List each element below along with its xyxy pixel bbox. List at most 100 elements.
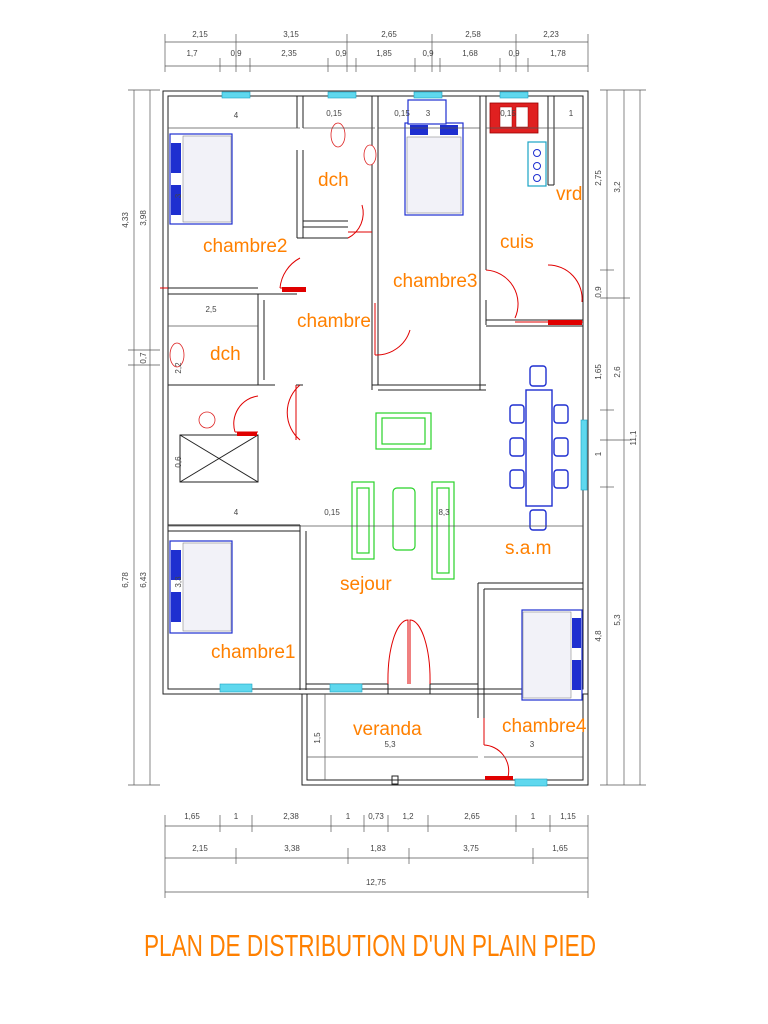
dim-bottom1-9: 1,15 [560, 812, 576, 821]
dim-right-7: 2,6 [613, 366, 622, 378]
top-dimension-chains: 2,15 3,15 2,65 2,58 2,23 1,7 0,9 2,35 0,… [164, 30, 589, 72]
interior-dimensions: 4 0,15 0,15 3 0,15 1 2,5 2,2 0,6 3 4 0,1… [168, 109, 583, 780]
label-vrd: vrd [556, 184, 582, 205]
walls [162, 90, 589, 786]
window-sejour [329, 683, 363, 693]
dim-top2-8: 0,9 [508, 49, 520, 58]
dim-bottom2-4: 3,75 [463, 844, 479, 853]
dim-ch1-h: 3,3 [174, 576, 183, 588]
label-chambre: chambre [297, 311, 371, 332]
dim-vrd-w: 1 [569, 109, 574, 118]
dim-top2-2: 0,9 [230, 49, 242, 58]
window-cuis [499, 91, 529, 99]
dim-bottom2-1: 2,15 [192, 844, 208, 853]
bed-chambre2 [169, 133, 233, 225]
dim-left-3: 3,98 [139, 210, 148, 226]
dim-top-5: 2,23 [543, 30, 559, 39]
dim-left-4: 0,7 [139, 352, 148, 364]
dim-left-5: 6,43 [139, 572, 148, 588]
window-chambre4 [514, 778, 548, 787]
bottom-dimension-chains: 1,65 1 2,38 1 0,73 1,2 2,65 1 1,15 2,15 … [164, 812, 589, 898]
dim-top-2: 3,15 [283, 30, 299, 39]
doors [160, 204, 583, 780]
label-chambre1: chambre1 [211, 642, 296, 663]
dim-top-3: 2,65 [381, 30, 397, 39]
label-sejour: sejour [340, 574, 392, 595]
dim-right-5: 4,8 [594, 630, 603, 642]
right-dimension-chains: 2,75 0,9 1,65 1 4,8 3,2 2,6 5,3 11,1 [594, 89, 646, 786]
dim-veranda-w: 5,3 [384, 740, 396, 749]
toilet-dch-left [169, 342, 216, 429]
dim-dch-top-b: 0,15 [394, 109, 410, 118]
window-dch [327, 91, 357, 99]
label-chambre4: chambre4 [502, 716, 587, 737]
plan-title: PLAN DE DISTRIBUTION D'UN PLAIN PIED [144, 928, 596, 963]
bed-chambre1 [169, 540, 233, 634]
dim-top2-7: 1,68 [462, 49, 478, 58]
dim-bottom1-2: 1 [234, 812, 239, 821]
label-cuis: cuis [500, 232, 534, 253]
dim-bottom2-2: 3,38 [284, 844, 300, 853]
label-chambre2: chambre2 [203, 236, 288, 257]
dim-top2-9: 1,78 [550, 49, 566, 58]
dim-ch3-label: 3 [426, 109, 431, 118]
dim-ch4-w: 3 [530, 740, 535, 749]
dim-cuis-a: 0,15 [500, 109, 516, 118]
left-dimension-chains: 4,33 6,78 3,98 0,7 6,43 [121, 89, 160, 786]
dim-sejour-w: 8,3 [438, 508, 450, 517]
dim-bottom1-7: 2,65 [464, 812, 480, 821]
dim-left-2: 6,78 [121, 572, 130, 588]
dim-bottom1-3: 2,38 [283, 812, 299, 821]
toilet-dch-top [330, 122, 377, 166]
dim-top2-5: 1,85 [376, 49, 392, 58]
dim-bottom2-3: 1,83 [370, 844, 386, 853]
dim-top-4: 2,58 [465, 30, 481, 39]
vanity-dch-top [407, 99, 447, 125]
dim-dch-top-a: 0,15 [326, 109, 342, 118]
window-chambre2 [221, 91, 251, 99]
dim-right-4: 1 [594, 451, 603, 456]
dim-closet-h: 0,6 [174, 456, 183, 468]
dim-ch2-width: 4 [234, 111, 239, 120]
dim-dch-left-h: 2,2 [174, 362, 183, 374]
windows [219, 91, 588, 787]
furniture [169, 99, 583, 701]
room-labels: chambre2 dch chambre3 cuis vrd chambre d… [203, 170, 587, 740]
dim-right-8: 5,3 [613, 614, 622, 626]
dim-bottom1-6: 1,2 [402, 812, 414, 821]
dim-top-1: 2,15 [192, 30, 208, 39]
dim-right-6: 3,2 [613, 181, 622, 193]
kitchen-sink [489, 102, 539, 134]
label-veranda: veranda [353, 719, 422, 740]
dim-left-1: 4,33 [121, 212, 130, 228]
kitchen-stove [527, 141, 547, 187]
dim-top2-4: 0,9 [335, 49, 347, 58]
label-dch-top: dch [318, 170, 349, 191]
dim-bottom2-5: 1,65 [552, 844, 568, 853]
bed-chambre4 [521, 609, 583, 701]
window-sam [580, 419, 588, 491]
label-dch-left: dch [210, 344, 241, 365]
dim-bottom1-1: 1,65 [184, 812, 200, 821]
window-chambre3 [413, 91, 443, 99]
bed-chambre3 [404, 122, 464, 216]
dim-top2-6: 0,9 [422, 49, 434, 58]
dim-ch1-width: 4 [234, 508, 239, 517]
dining-table-sam [509, 365, 569, 531]
dim-ch2-h: 3 [174, 193, 183, 198]
dim-dch-left-w: 2,5 [205, 305, 217, 314]
dim-right-1: 2,75 [594, 170, 603, 186]
window-chambre1 [219, 683, 253, 693]
dim-right-2: 0,9 [594, 286, 603, 298]
dim-bottom1-5: 0,73 [368, 812, 384, 821]
dim-veranda-h: 1,5 [313, 732, 322, 744]
dim-right-total: 11,1 [629, 430, 638, 446]
dim-top2-3: 2,35 [281, 49, 297, 58]
label-chambre3: chambre3 [393, 271, 478, 292]
dim-top2-1: 1,7 [186, 49, 198, 58]
dim-mid-a: 0,15 [324, 508, 340, 517]
label-sam: s.a.m [505, 538, 551, 559]
dim-bottom-total: 12,75 [366, 878, 387, 887]
dim-bottom1-4: 1 [346, 812, 351, 821]
